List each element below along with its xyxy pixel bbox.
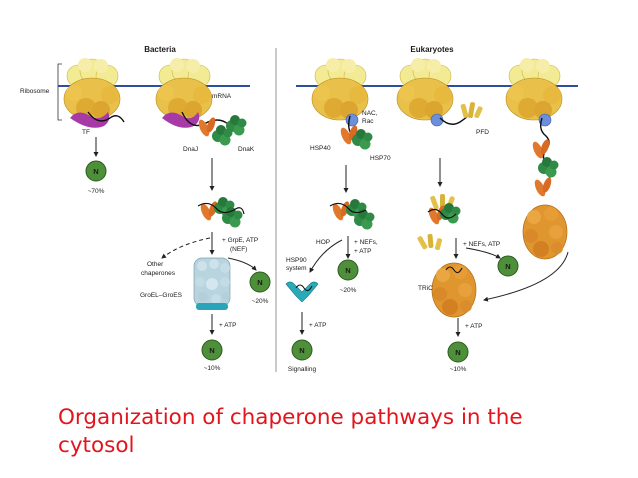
label-grpe-atp: + GrpE, ATP xyxy=(222,237,258,244)
label-tric: TRiC xyxy=(418,285,433,292)
native-label: N xyxy=(299,346,304,355)
label-hop: HOP xyxy=(316,239,330,246)
label-nefs: + NEFs, xyxy=(354,239,378,246)
prefoldin-icon xyxy=(417,233,443,251)
label-hsp70: HSP70 xyxy=(370,155,391,162)
trigger-factor-icon xyxy=(70,112,110,128)
native-label: N xyxy=(93,167,98,176)
label-atp: + ATP xyxy=(219,322,236,329)
substrate-chain xyxy=(329,202,367,214)
native-label: N xyxy=(455,348,460,357)
hsp40-icon xyxy=(532,176,554,198)
substrate-chain xyxy=(197,202,245,215)
label-chaperones: chaperones xyxy=(141,270,176,277)
prefoldin-icon xyxy=(460,102,483,119)
hsp40-icon xyxy=(530,138,552,160)
nascent-chain xyxy=(87,111,125,123)
label-mrna: mRNA xyxy=(212,93,232,100)
label-nefs-atp-pfd: + NEFs, ATP xyxy=(463,241,500,248)
ribosome-icon xyxy=(505,57,563,121)
label-nac: NAC, xyxy=(362,110,378,117)
panel-title-eukaryotes: Eukaryotes xyxy=(410,45,454,54)
native-label: N xyxy=(345,266,350,275)
substrate-chain xyxy=(445,266,463,274)
caption-line-2: cytosol xyxy=(58,433,135,458)
ribosome-icon xyxy=(63,57,121,121)
groel-groes-icon xyxy=(193,257,231,310)
label-ribosome: Ribosome xyxy=(20,88,50,95)
yield-20-bacteria: ~20% xyxy=(252,298,269,305)
arrow-to-hsp90 xyxy=(309,239,343,273)
arrow-to-native-20 xyxy=(227,257,257,271)
label-pfd: PFD xyxy=(476,129,489,136)
label-other: Other xyxy=(147,261,164,268)
native-label: N xyxy=(505,262,510,271)
ribosome-icon xyxy=(396,57,454,121)
yield-10-eukaryotes: ~10% xyxy=(450,366,467,373)
label-tf: TF xyxy=(82,129,90,136)
label-dnaj: DnaJ xyxy=(183,146,198,153)
label-signalling: Signalling xyxy=(288,366,317,373)
native-label: N xyxy=(257,278,262,287)
label-groel-groes: GroEL–GroES xyxy=(140,292,183,299)
yield-70: ~70% xyxy=(88,188,105,195)
arrow-to-other-chaperones xyxy=(161,237,211,259)
yield-10-bacteria: ~10% xyxy=(204,365,221,372)
caption-line-1: Organization of chaperone pathways in th… xyxy=(58,405,523,430)
tric-icon xyxy=(431,262,477,318)
hsp70-icon xyxy=(538,157,559,178)
figure-caption: Organization of chaperone pathways in th… xyxy=(58,404,618,460)
hsp90-icon xyxy=(285,281,319,303)
panel-title-bacteria: Bacteria xyxy=(144,45,176,54)
label-hsp40: HSP40 xyxy=(310,145,331,152)
nac-icon xyxy=(345,113,359,127)
ribosome-bracket xyxy=(57,63,62,121)
substrate-chain xyxy=(295,284,313,292)
label-nef: (NEF) xyxy=(230,246,247,253)
native-label: N xyxy=(209,346,214,355)
tric-icon xyxy=(522,204,568,260)
arrow-to-tric-merge xyxy=(483,251,569,302)
substrate-chain xyxy=(427,208,457,219)
nac-icon xyxy=(538,113,552,127)
label-nefs-atp: + ATP xyxy=(354,248,371,255)
ribosome-icon xyxy=(155,57,213,121)
label-hsp90: HSP90 xyxy=(286,257,307,264)
label-atp-hsp90: + ATP xyxy=(309,322,326,329)
label-atp-tric: + ATP xyxy=(465,323,482,330)
label-dnak: DnaK xyxy=(238,146,255,153)
arrow-pfd-to-native xyxy=(465,247,501,259)
ribosome-icon xyxy=(311,57,369,121)
label-rac: Rac xyxy=(362,118,374,125)
label-hsp90-system: system xyxy=(286,265,307,272)
yield-20-eukaryotes: ~20% xyxy=(340,287,357,294)
